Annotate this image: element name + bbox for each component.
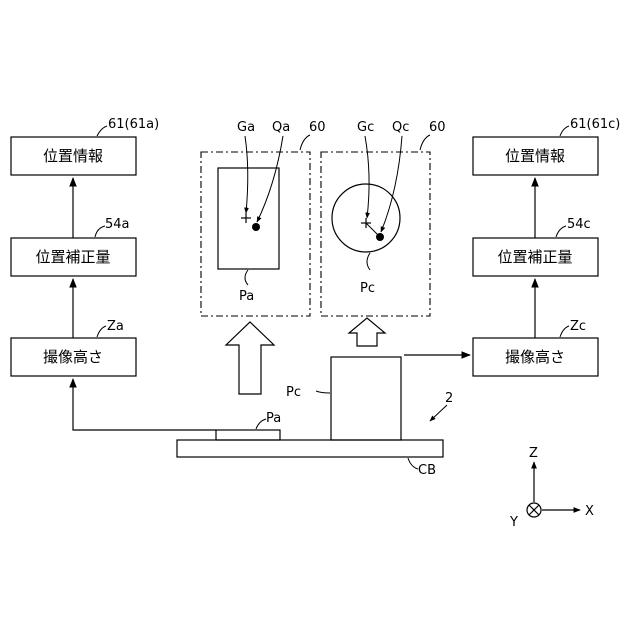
image-a-g-leader: [245, 136, 248, 213]
right-position-info-ref-leader: [560, 126, 569, 136]
left-correction-ref-leader: [95, 226, 105, 237]
circuit-board: [177, 440, 443, 457]
image-c-g-leader: [365, 136, 369, 218]
left-correction-label: 位置補正量: [35, 248, 110, 266]
left-height-ref: Za: [107, 319, 124, 334]
device-ref-label: 2: [445, 391, 453, 406]
image-frame-a: Ga Qa 60 Pa: [201, 120, 326, 316]
image-c-ref-leader: [420, 135, 430, 150]
y-axis-label: Y: [509, 515, 518, 530]
circuit-board-assembly: Pa Pc CB 2: [177, 357, 453, 478]
left-position-info-ref-leader: [97, 126, 107, 136]
board-ref-label: CB: [418, 463, 436, 478]
image-c-q-leader: [381, 136, 402, 232]
image-frame-c-border: [321, 152, 430, 316]
right-height-label: 撮像高さ: [505, 348, 565, 366]
board-ref-leader: [408, 458, 418, 469]
z-axis-label: Z: [529, 446, 538, 461]
left-height-ref-leader: [97, 326, 106, 337]
part-pa: [216, 430, 280, 440]
image-a-ref: 60: [309, 120, 326, 135]
part-pc-leader: [316, 391, 330, 393]
left-position-info-label: 位置情報: [43, 147, 103, 165]
image-a-nozzle-dot: [252, 223, 260, 231]
image-a-part-leader: [245, 270, 248, 285]
left-position-info-ref: 61(61a): [108, 117, 159, 132]
image-c-part-label: Pc: [360, 281, 375, 296]
right-correction-label: 位置補正量: [497, 248, 572, 266]
coordinate-axes: Z X Y: [509, 446, 594, 530]
image-c-ref: 60: [429, 120, 446, 135]
right-position-info-ref: 61(61c): [570, 117, 620, 132]
left-correction-ref: 54a: [105, 217, 130, 232]
part-pa-leader: [256, 419, 266, 429]
image-a-q-label: Qa: [272, 120, 290, 135]
imaging-arrow-a: [226, 322, 274, 394]
imaging-arrow-c: [349, 318, 385, 346]
right-height-ref-leader: [560, 326, 569, 337]
part-pc: [331, 357, 401, 440]
left-chain: 位置情報 61(61a) 位置補正量 54a 撮像高さ Za: [11, 117, 216, 430]
image-a-part-label: Pa: [239, 289, 254, 304]
right-correction-ref: 54c: [567, 217, 591, 232]
image-frame-a-border: [201, 152, 310, 316]
part-pa-label: Pa: [266, 411, 281, 426]
image-c-g-label: Gc: [357, 120, 374, 135]
image-frame-c: Gc Qc 60 Pc: [321, 120, 446, 316]
image-c-offset-line: [366, 223, 380, 237]
image-c-q-label: Qc: [392, 120, 409, 135]
right-position-info-label: 位置情報: [505, 147, 565, 165]
x-axis-label: X: [585, 504, 594, 519]
left-height-label: 撮像高さ: [43, 348, 103, 366]
right-height-ref: Zc: [570, 319, 586, 334]
device-ref-arrow: [430, 405, 447, 421]
image-c-part-leader: [367, 253, 370, 270]
image-a-ref-leader: [300, 135, 310, 150]
image-a-g-label: Ga: [237, 120, 255, 135]
part-pc-label: Pc: [286, 385, 301, 400]
left-arrow-board-to-height: [73, 379, 216, 430]
right-correction-ref-leader: [556, 226, 566, 237]
right-chain: 位置情報 61(61c) 位置補正量 54c 撮像高さ Zc: [404, 117, 620, 376]
